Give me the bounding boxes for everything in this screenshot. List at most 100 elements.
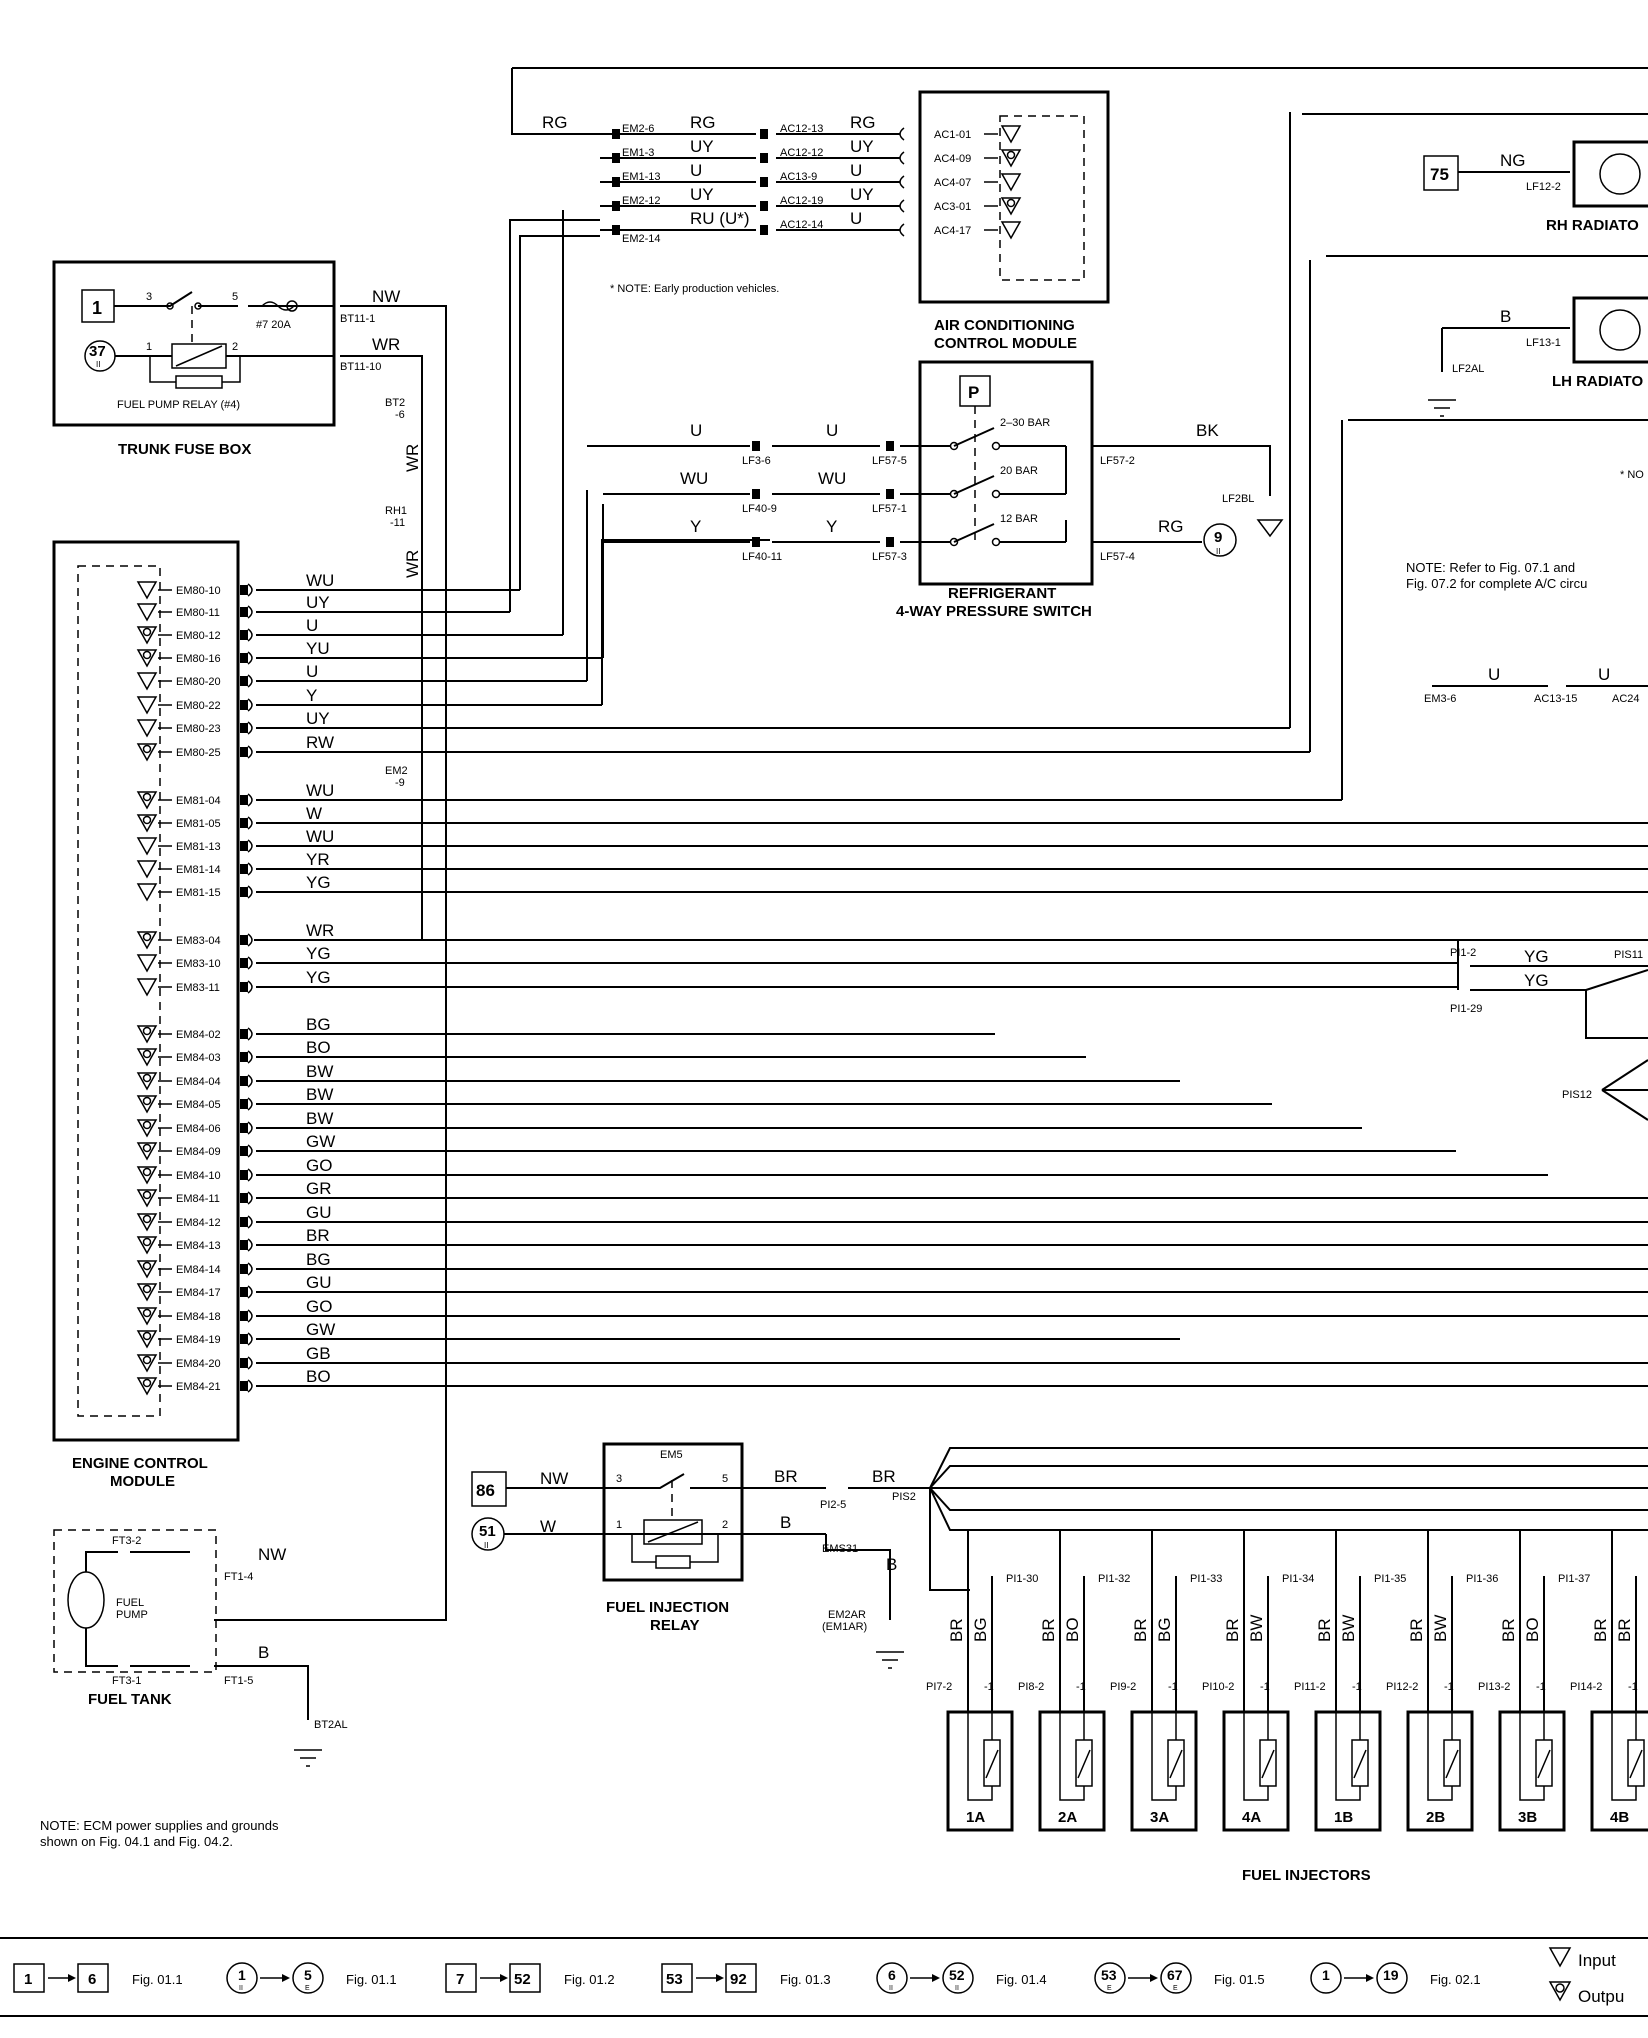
- ecm-connector-icon: [240, 935, 248, 945]
- ecm-connector-icon: [240, 1358, 248, 1368]
- fuel-injectors-title: FUEL INJECTORS: [1242, 1867, 1371, 1884]
- ecm-connector-icon: [240, 1029, 248, 1039]
- injector-m1: -1: [1352, 1681, 1362, 1693]
- ps-wire-1: U: [690, 421, 702, 440]
- legend-ref-b: 52: [949, 1967, 965, 1983]
- acm-connector-arc: [899, 151, 905, 165]
- legend-fig-label: Fig. 01.3: [780, 1972, 831, 1987]
- ecm-pin-label: EM81-05: [176, 818, 221, 830]
- output-dot-icon: [142, 1331, 152, 1341]
- pressure-switch-title-1: REFRIGERANT: [948, 585, 1056, 602]
- injector-feed: [1519, 1530, 1545, 1712]
- ecm-connector-icon: [240, 1170, 248, 1180]
- ecm-connector-icon: [240, 747, 248, 757]
- ac-wire-color-2: UY: [850, 137, 874, 156]
- ecm-connector-icon: [240, 676, 248, 686]
- ac-connector-icon: [612, 201, 620, 211]
- ps-out-pin: LF57-2: [1100, 455, 1135, 467]
- ecm-riser-wires: [509, 112, 1459, 990]
- ps-conn-1: LF3-6: [742, 455, 771, 467]
- injector-inner: [1427, 1712, 1453, 1801]
- bt11-1-label: BT11-1: [340, 313, 375, 325]
- ps-conn-2: LF57-5: [872, 455, 907, 467]
- relay-w: W: [540, 1517, 556, 1536]
- ac-wire-color-2: RG: [850, 113, 876, 132]
- legend-output: Outpu: [1578, 1987, 1624, 2006]
- pi1-29-label: PI1-29: [1450, 1003, 1482, 1015]
- ecm-wire-color: BO: [306, 1367, 331, 1386]
- ecm-pin-label: EM84-17: [176, 1287, 221, 1299]
- pis11-label: PIS11: [1614, 949, 1643, 961]
- output-marker-icon: [136, 743, 158, 762]
- legend-ref-circle: [1310, 1962, 1342, 1994]
- injector-body: [1038, 1710, 1106, 1832]
- injector-inner: [1335, 1712, 1361, 1801]
- ecm-connector-arc: [247, 956, 253, 970]
- ps-out-wire: BK: [1196, 421, 1219, 440]
- input-marker-icon: [136, 603, 158, 622]
- ecm-pin-label: EM84-09: [176, 1146, 221, 1158]
- injector-coil-line: [1072, 1749, 1091, 1801]
- lh-wire: B: [1500, 307, 1511, 326]
- output-marker-icon: [136, 1354, 158, 1373]
- ecm-pin-label: EM84-02: [176, 1029, 221, 1041]
- ecm-connector-arc: [247, 583, 253, 597]
- ecm-wire-color: WU: [306, 781, 334, 800]
- ft3-2-label: FT3-2: [112, 1535, 141, 1547]
- injector-sig: BG: [971, 1617, 990, 1642]
- output-marker-icon: [136, 1048, 158, 1067]
- rh-pin: LF12-2: [1526, 181, 1561, 193]
- ecm-connector-icon: [240, 1334, 248, 1344]
- ft1-5-label: FT1-5: [224, 1675, 253, 1687]
- injector-feed: [1059, 1530, 1085, 1712]
- legend-ref-a: 1: [24, 1971, 32, 1988]
- switch-contact-icon: [991, 441, 1001, 451]
- ac-conn-label: AC13-9: [780, 171, 817, 183]
- ac-conn-label: AC12-12: [780, 147, 823, 159]
- output-marker-icon: [136, 1213, 158, 1232]
- ecm-connector-icon: [240, 1287, 248, 1297]
- injector-br: BR: [1407, 1618, 1426, 1642]
- output-dot-icon: [142, 1284, 152, 1294]
- ecm-pin-label: EM84-04: [176, 1076, 221, 1088]
- injector-inner: [967, 1712, 993, 1801]
- legend-ref-b: 6: [88, 1971, 96, 1988]
- output-marker-icon: [136, 1142, 158, 1161]
- ecm-connector-icon: [240, 1146, 248, 1156]
- ecm-pin-label: EM84-05: [176, 1099, 221, 1111]
- ecm-connector-arc: [247, 1332, 253, 1346]
- ecm-pin-label: EM84-10: [176, 1170, 221, 1182]
- switch-contact-icon: [991, 537, 1001, 547]
- ecm-pin-label: EM84-11: [176, 1193, 220, 1205]
- ac-connector-icon: [760, 153, 768, 163]
- ac-connector-icon: [612, 129, 620, 139]
- input-marker-icon: [136, 672, 158, 691]
- ecm-wire-color: RW: [306, 733, 334, 752]
- injector-pi-label: PI1-34: [1282, 1573, 1314, 1585]
- output-dot-icon: [1006, 198, 1016, 208]
- ac-wire-color-2: UY: [850, 185, 874, 204]
- b-wire-b: B: [886, 1555, 897, 1574]
- legend-arrow-head-icon: [716, 1974, 724, 1982]
- fuel-pump-label-2: PUMP: [116, 1609, 148, 1621]
- output-dot-icon: [142, 932, 152, 942]
- output-dot-icon: [142, 792, 152, 802]
- ecm-pin-label: EM83-10: [176, 958, 221, 970]
- legend-ref-circle: [226, 1962, 258, 1994]
- output-dot-icon: [142, 1073, 152, 1083]
- legend-ref-a: 1: [238, 1967, 246, 1983]
- injector-coil-line: [1164, 1749, 1183, 1801]
- output-marker-icon: [136, 626, 158, 645]
- ecm-wire-color: GU: [306, 1203, 332, 1222]
- input-marker-icon: [136, 719, 158, 738]
- switch-contact-icon: [991, 489, 1001, 499]
- injector-name: 3B: [1518, 1809, 1537, 1826]
- ac-conn-label: AC12-13: [780, 123, 823, 135]
- legend-fig-label: Fig. 02.1: [1430, 1972, 1481, 1987]
- fuel-injection-relay-title-1: FUEL INJECTION: [606, 1599, 729, 1616]
- injector-body: [1222, 1710, 1290, 1832]
- lh-radiator-title: LH RADIATO: [1552, 373, 1643, 390]
- ecm-pin-label: EM80-22: [176, 700, 221, 712]
- acm-connector-arc: [899, 127, 905, 141]
